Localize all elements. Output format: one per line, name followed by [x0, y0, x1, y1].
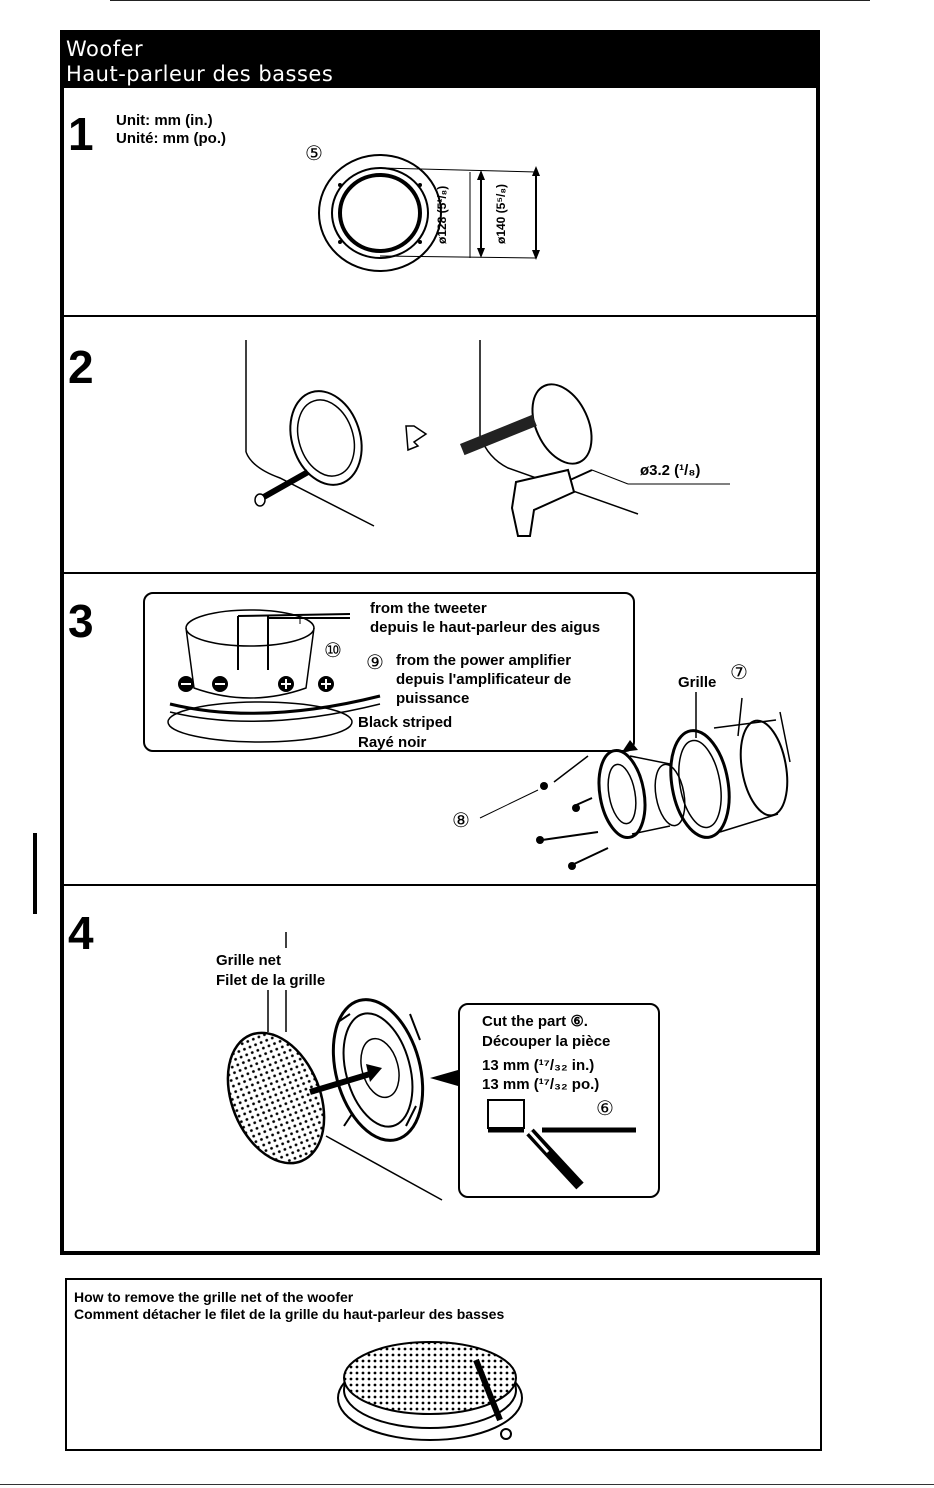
- amp-label-fr1: depuis l'amplificateur de: [396, 671, 572, 688]
- grille-removal-diagram: [337, 1341, 523, 1441]
- step-2-number: 2: [68, 341, 94, 393]
- dim-inner-text: ø128 (5¹/₈): [435, 185, 449, 244]
- part-ref-6: ⑥: [596, 1098, 614, 1120]
- woofer-assembly-diagram: [479, 692, 791, 870]
- dim-outer-text: ø140 (5⁵/₈): [494, 184, 508, 244]
- section-title-fr: Haut-parleur des basses: [66, 62, 334, 86]
- stripe-label-fr: Rayé noir: [358, 734, 427, 751]
- amp-label-fr2: puissance: [396, 690, 470, 707]
- grille-label: Grille: [678, 674, 717, 691]
- tweeter-label-fr: depuis le haut-parleur des aigus: [370, 619, 601, 636]
- part-ref-10: ⑩: [324, 640, 342, 662]
- page-margin-bar: [33, 833, 37, 914]
- top-rule: [110, 0, 870, 1]
- mounting-ring-diagram: [318, 154, 540, 272]
- stripe-label-en: Black striped: [358, 714, 453, 731]
- wiring-diagram: [167, 609, 381, 743]
- woofer-instruction-frame: [60, 30, 820, 1255]
- amp-label-en: from the power amplifier: [396, 652, 572, 669]
- grille-net-label-en: Grille net: [216, 952, 282, 969]
- cut-part-diagram: [487, 1099, 636, 1190]
- step-divider: [62, 315, 818, 317]
- bottom-rule: [0, 1484, 934, 1485]
- grille-net-diagram: [226, 932, 458, 1201]
- part-ref-5: ⑤: [305, 143, 323, 165]
- part-ref-7: ⑦: [730, 662, 748, 684]
- drilling-diagram: [245, 340, 730, 537]
- section-title-en: Woofer: [66, 37, 144, 61]
- step-3-number: 3: [68, 595, 94, 647]
- length-label-fr: 13 mm (¹⁷/₃₂ po.): [482, 1076, 600, 1093]
- cut-label-fr: Découper la pièce: [482, 1033, 611, 1050]
- step-1-number: 1: [68, 108, 94, 160]
- cut-callout-box: [458, 1003, 660, 1198]
- part-ref-9: ⑨: [366, 652, 384, 674]
- note-title-fr: Comment détacher le filet de la grille d…: [74, 1306, 505, 1322]
- unit-label-en: Unit: mm (in.): [116, 112, 213, 129]
- wiring-callout-box: [143, 592, 635, 752]
- part-ref-8: ⑧: [452, 810, 470, 832]
- note-title-en: How to remove the grille net of the woof…: [74, 1289, 354, 1305]
- step-divider: [62, 572, 818, 574]
- drill-dim-label: ø3.2 (¹/₈): [640, 462, 701, 479]
- unit-label-fr: Unité: mm (po.): [116, 130, 226, 147]
- cut-label-en: Cut the part ⑥.: [482, 1013, 588, 1030]
- step-divider: [62, 884, 818, 886]
- step-4-number: 4: [68, 907, 94, 959]
- grille-net-label-fr: Filet de la grille: [216, 972, 326, 989]
- length-label-en: 13 mm (¹⁷/₃₂ in.): [482, 1057, 595, 1074]
- grille-removal-note-box: [65, 1278, 822, 1451]
- tweeter-label-en: from the tweeter: [370, 600, 487, 617]
- section-header: Woofer Haut-parleur des basses: [60, 30, 820, 88]
